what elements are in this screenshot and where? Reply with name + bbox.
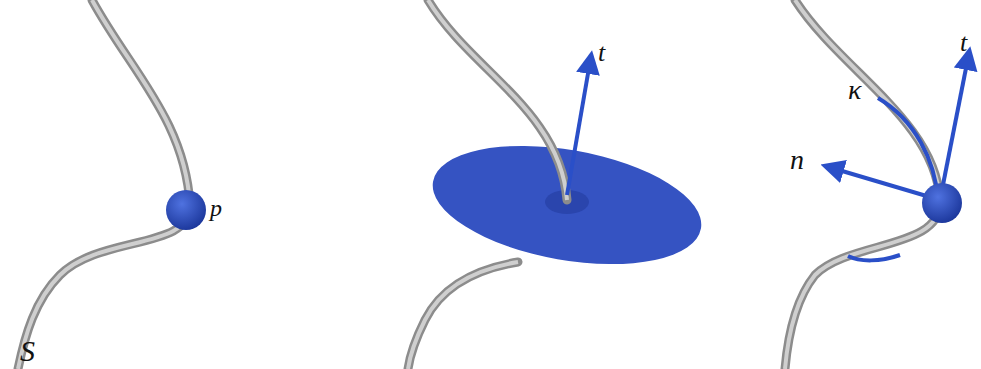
point-label: p — [210, 196, 222, 220]
tangent-label: t — [960, 30, 967, 56]
point-sphere — [166, 190, 206, 230]
panel-three — [785, 0, 968, 369]
tangent-label: t — [598, 40, 605, 66]
tangent-arrow — [567, 62, 590, 195]
normal-plane-disc — [424, 127, 711, 283]
tangent-arrow — [940, 58, 968, 200]
point-sphere — [922, 183, 962, 223]
panel-one — [18, 0, 206, 369]
curve-label: S — [20, 336, 35, 366]
panel-two — [408, 0, 710, 369]
curvature-label: κ — [848, 76, 861, 104]
normal-label: n — [790, 146, 804, 174]
